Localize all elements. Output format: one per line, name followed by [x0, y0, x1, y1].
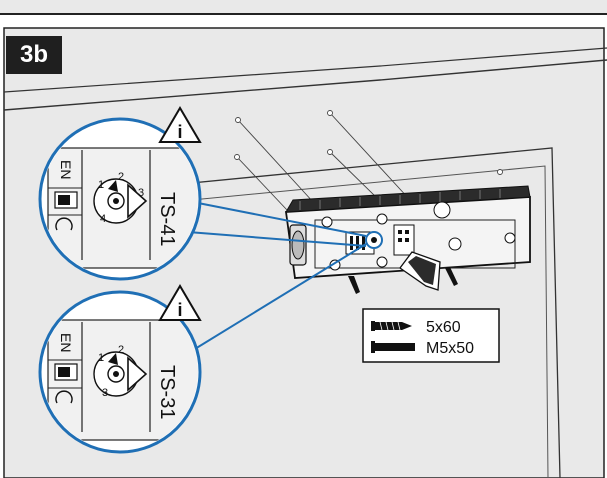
screw-size-label: M5x50 [426, 340, 474, 357]
dial-mark: 2 [118, 344, 124, 356]
model-label: TS-41 [156, 192, 178, 246]
dial-mark: 2 [118, 171, 124, 183]
model-label: TS-31 [156, 365, 178, 419]
dial-mark: 4 [100, 213, 106, 225]
language-label: EN [58, 160, 74, 179]
machine-screw-icon [371, 341, 415, 353]
svg-text:i: i [177, 122, 182, 142]
warning-info-icon [158, 106, 202, 143]
insert-arrow [399, 251, 441, 291]
frame-outline [3, 59, 607, 111]
step-badge: 3b [6, 36, 62, 74]
dial-mark: 3 [138, 187, 144, 199]
wood-screw-icon [371, 321, 412, 331]
callout-ts31: 1 2 3 EN TS-31 i [38, 284, 202, 454]
screw-legend: 5x60 M5x50 [362, 308, 500, 363]
dial-mark: 3 [102, 387, 108, 399]
warning-info-icon [158, 284, 202, 321]
svg-text:i: i [177, 300, 182, 320]
callout-connectors [187, 202, 367, 353]
language-label: EN [58, 333, 74, 352]
door-closer-body [284, 185, 531, 279]
mounting-screws [348, 267, 458, 294]
callout-ts41: 1 2 3 4 EN TS-41 i [38, 106, 202, 281]
dial-mark: 1 [98, 352, 104, 364]
screw-size-label: 5x60 [426, 319, 461, 336]
previous-panel-strip [0, 0, 607, 14]
dial-mark: 1 [98, 179, 104, 191]
